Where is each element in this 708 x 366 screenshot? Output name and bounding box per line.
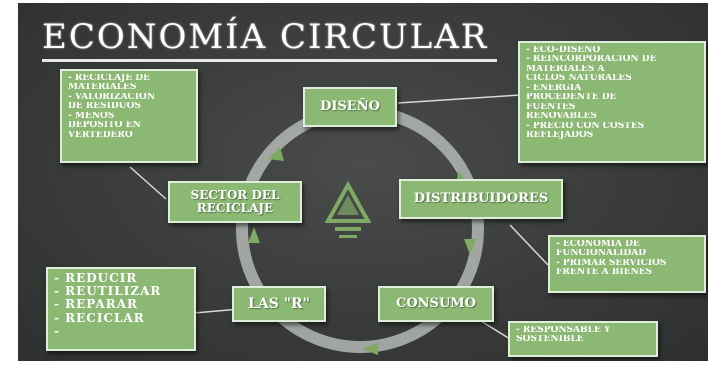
note-sector-reciclaje: - RECICLAJE DE MATERIALES - VALORIZACIÓN… [60,69,198,163]
node-consumo: CONSUMO [378,286,494,322]
cycle-arrow [268,147,284,161]
note-line: - PRECIO CON COSTES [526,121,645,131]
connector-distribuidores [509,224,549,266]
note-line: PROCEDENTE DE [526,93,617,103]
note-line: - [54,324,60,338]
note-line: MATERIALES [68,83,137,93]
note-line: SOSTENIBLE [516,335,584,345]
note-line: CICLOS NATURALES [526,74,632,84]
note-line: - RECICLAJE DE [68,74,150,83]
note-line: - ECO-DISEÑO [526,46,601,55]
note-line: DE RESIDUOS [68,102,141,112]
node-las-r: LAS "R" [232,286,326,322]
note-line: - VALORIZACIÓN [68,92,155,102]
note-las-r: - REDUCIR - REUTILIZAR - REPARAR - RECIC… [46,267,196,351]
note-line: FUENTES [526,102,576,112]
note-line: - ECONOMÍA DE [556,240,640,249]
title-underline [42,59,497,62]
note-distribuidores: - ECONOMÍA DE FUNCIONALIDAD - PRIMAR SER… [548,235,706,293]
note-line: VERTEDERO [68,130,133,140]
note-line: - REPARAR [54,298,138,312]
connector-diseno [397,94,521,104]
cycle-arrow [248,227,260,243]
page-title: ECONOMÍA CIRCULAR [42,17,489,57]
node-sector-reciclaje: SECTOR DEL RECICLAJE [168,181,302,223]
note-diseno: - ECO-DISEÑO - REINCORPORACIÓN DE MATERI… [518,41,706,163]
note-line: - RECICLAR [54,311,145,325]
note-line: RENOVABLES [526,112,597,122]
chalkboard: ECONOMÍA CIRCULAR DISEÑO DISTRIBUIDORES [18,3,708,361]
note-line: - REUTILIZAR [54,285,162,299]
note-line: - REINCORPORACIÓN DE [526,55,657,65]
note-line: - ENERGÍA [526,83,582,93]
note-line: DEPÓSITO EN [68,121,141,131]
note-line: FUNCIONALIDAD [556,249,647,259]
note-line: - PRIMAR SERVICIOS [556,258,667,268]
connector-sector [129,166,167,200]
note-line: REFLEJADOS [526,130,594,140]
note-line: - RESPONSABLE Y [516,326,611,335]
note-consumo: - RESPONSABLE Y SOSTENIBLE [508,321,658,357]
note-line: - MENOS [68,111,115,121]
cycle-arrow [464,239,476,255]
note-line: - REDUCIR [54,272,138,285]
recycle-triangle-icon [325,181,371,238]
note-line: FRENTE A BIENES [556,268,653,278]
node-diseno: DISEÑO [303,87,397,127]
note-line: MATERIALES A [526,64,605,74]
cycle-arrow [362,343,378,355]
node-distribuidores: DISTRIBUIDORES [399,179,563,219]
